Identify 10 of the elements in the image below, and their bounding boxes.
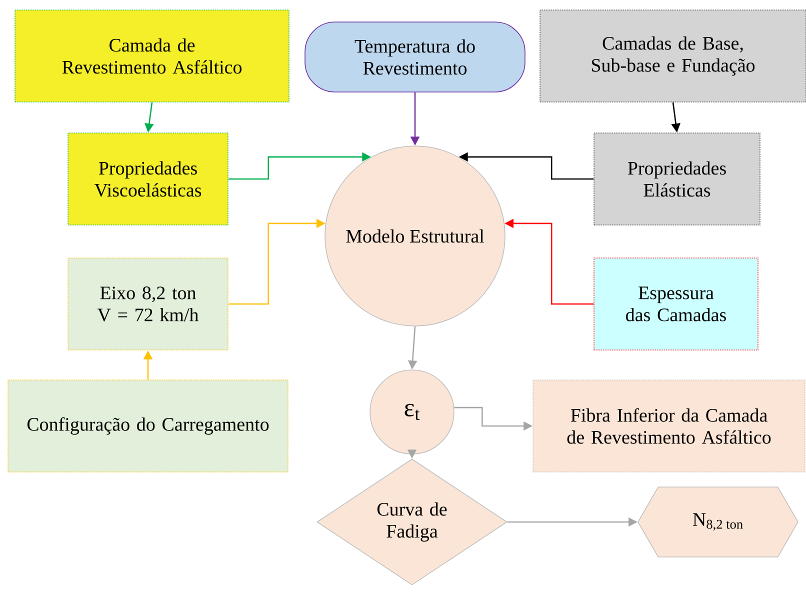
- rounded-box: Temperatura do Revestimento: [304, 22, 526, 92]
- process-box: Camadas de Base, Sub-base e Fundação: [540, 10, 806, 102]
- process-box: Espessura das Camadas: [594, 258, 758, 350]
- process-box: Eixo 8,2 ton V = 72 km/h: [68, 258, 228, 350]
- process-box: Propriedades Elásticas: [594, 132, 760, 226]
- process-box: Configuração do Carregamento: [8, 380, 288, 472]
- process-box: Propriedades Viscoelásticas: [68, 132, 228, 226]
- process-box: Fibra Inferior da Camada de Revestimento Asfáltico: [532, 380, 806, 472]
- process-box: Camada de Revestimento Asfáltico: [14, 10, 290, 102]
- hexagon-box: N$_{8,2 ton}$: [638, 486, 798, 558]
